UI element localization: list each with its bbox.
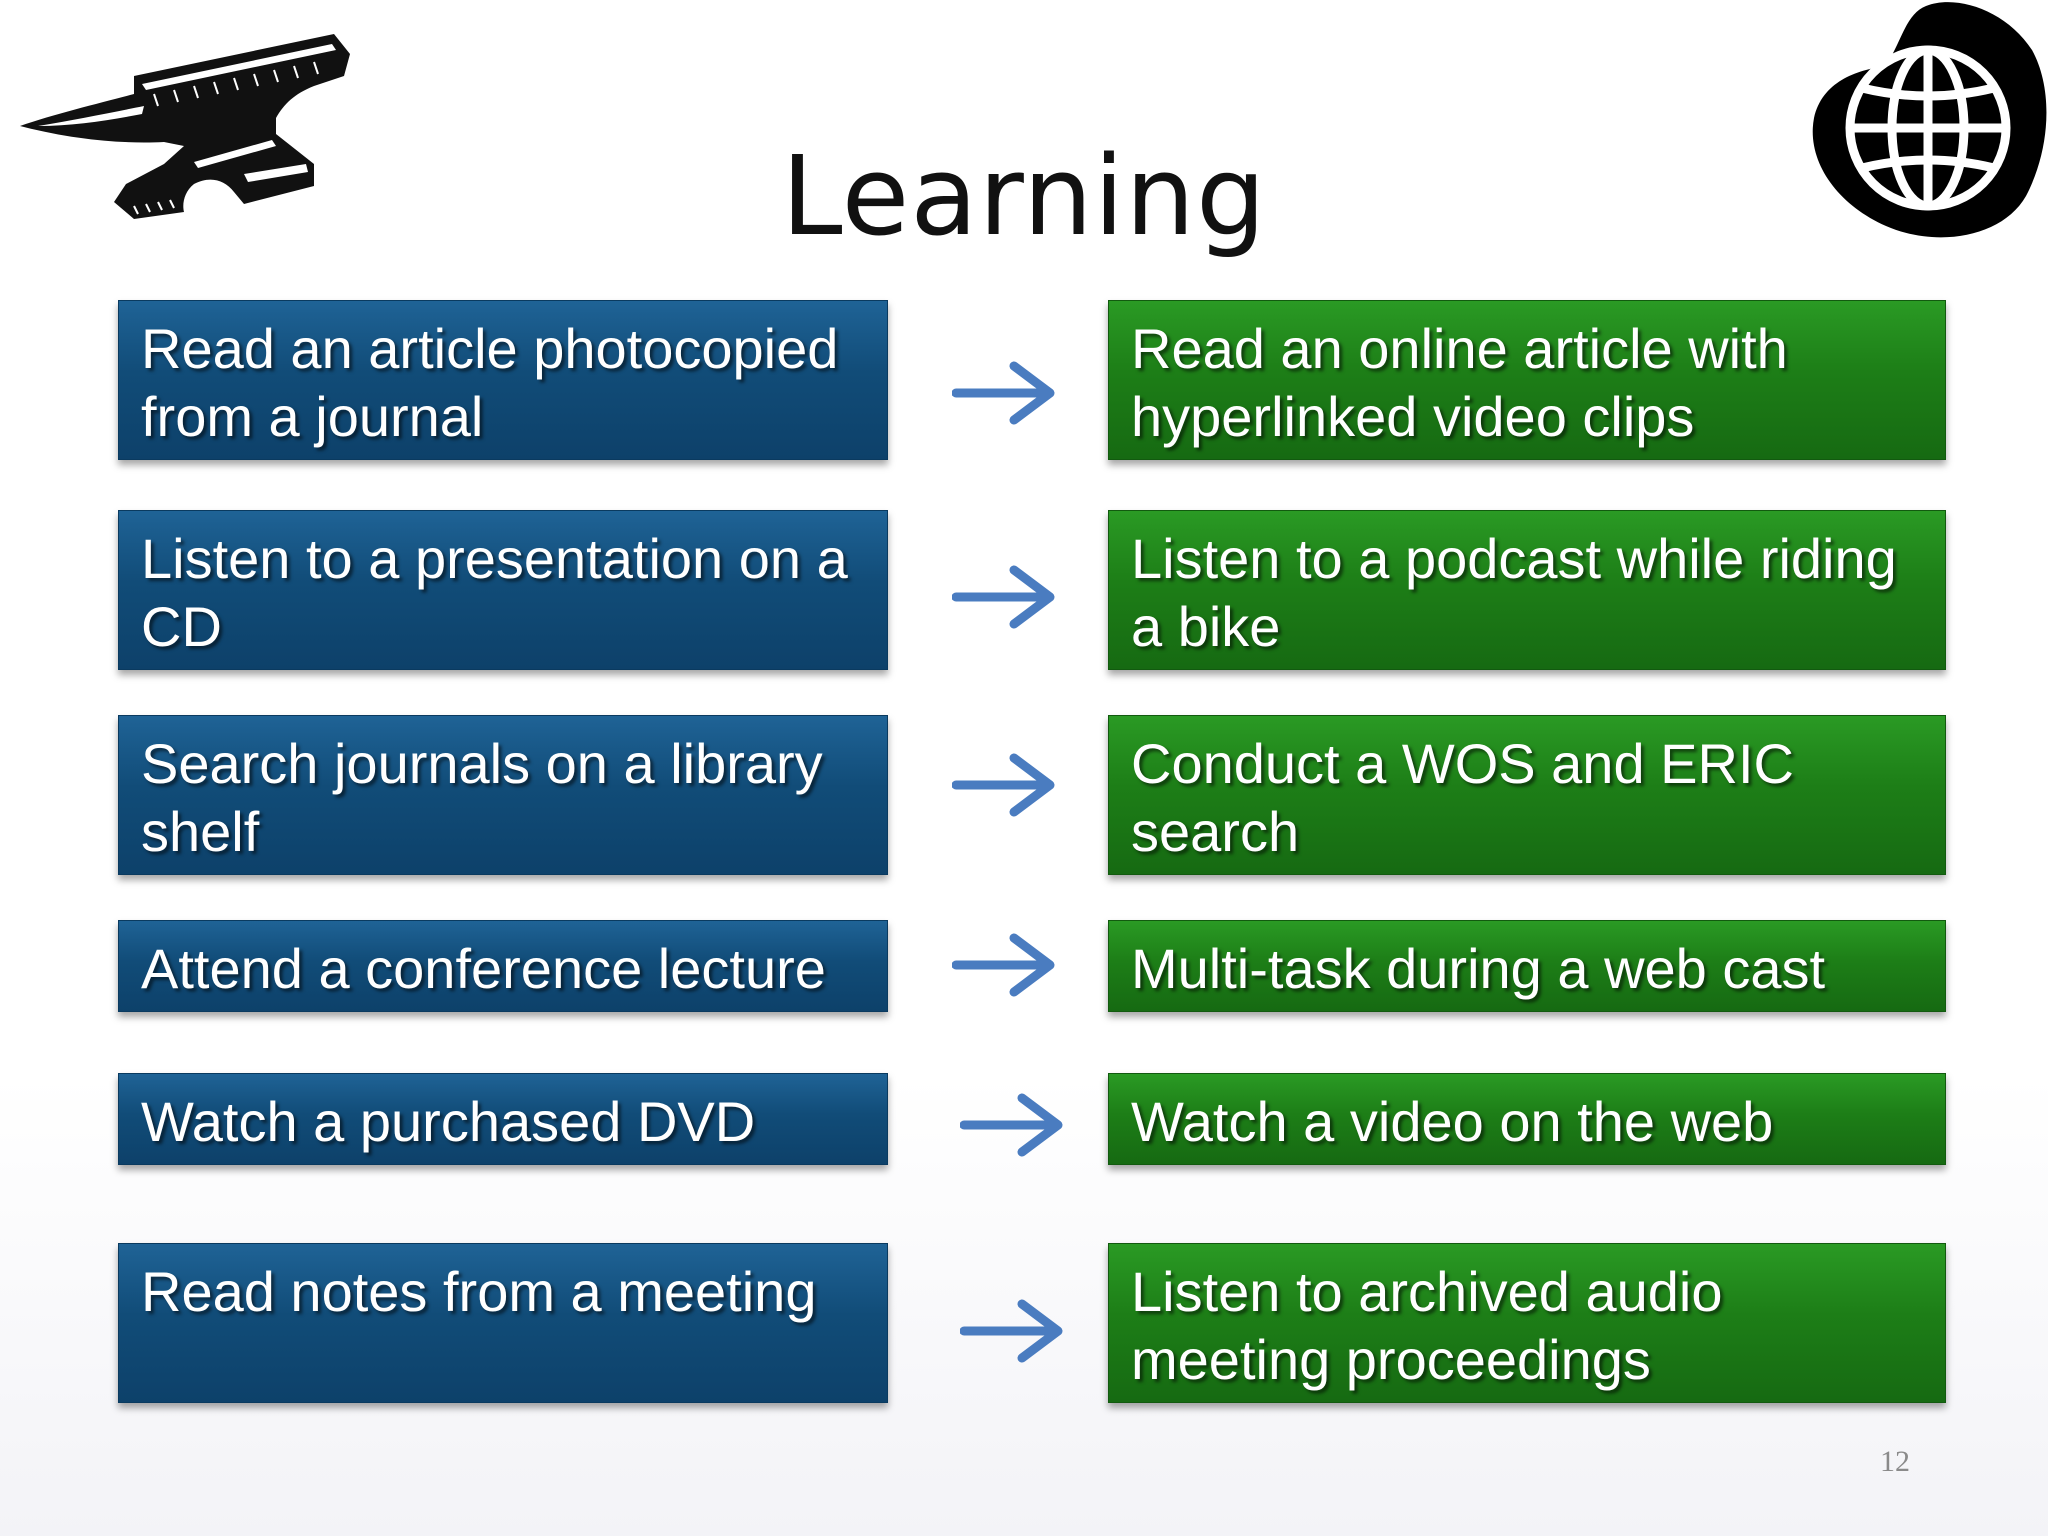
modern-learning-text: Conduct a WOS and ERIC search: [1131, 732, 1794, 863]
modern-learning-box: Read an online article with hyperlinked …: [1108, 300, 1946, 460]
traditional-learning-text: Watch a purchased DVD: [141, 1090, 756, 1153]
modern-learning-box: Listen to a podcast while riding a bike: [1108, 510, 1946, 670]
right-arrow-icon: [952, 753, 1055, 817]
traditional-learning-box: Read notes from a meeting: [118, 1243, 888, 1403]
slide-title: Learning: [781, 132, 1267, 260]
traditional-learning-box: Attend a conference lecture: [118, 920, 888, 1012]
traditional-learning-text: Attend a conference lecture: [141, 937, 826, 1000]
right-arrow-icon: [960, 1299, 1063, 1363]
modern-learning-box: Multi-task during a web cast: [1108, 920, 1946, 1012]
anvil-icon: [20, 34, 350, 219]
modern-learning-box: Watch a video on the web: [1108, 1073, 1946, 1165]
modern-learning-text: Read an online article with hyperlinked …: [1131, 317, 1788, 448]
traditional-learning-box: Read an article photocopied from a journ…: [118, 300, 888, 460]
modern-learning-text: Listen to a podcast while riding a bike: [1131, 527, 1897, 658]
traditional-learning-box: Watch a purchased DVD: [118, 1073, 888, 1165]
traditional-learning-text: Read an article photocopied from a journ…: [141, 317, 839, 448]
traditional-learning-text: Listen to a presentation on a CD: [141, 527, 848, 658]
traditional-learning-text: Search journals on a library shelf: [141, 732, 823, 863]
modern-learning-box: Listen to archived audio meeting proceed…: [1108, 1243, 1946, 1403]
traditional-learning-box: Search journals on a library shelf: [118, 715, 888, 875]
globe-icon: [1812, 2, 2047, 238]
right-arrow-icon: [960, 1093, 1063, 1157]
right-arrow-icon: [952, 565, 1055, 629]
traditional-learning-text: Read notes from a meeting: [141, 1260, 817, 1323]
modern-learning-box: Conduct a WOS and ERIC search: [1108, 715, 1946, 875]
traditional-learning-box: Listen to a presentation on a CD: [118, 510, 888, 670]
modern-learning-text: Watch a video on the web: [1131, 1090, 1774, 1153]
right-arrow-icon: [952, 933, 1055, 997]
modern-learning-text: Listen to archived audio meeting proceed…: [1131, 1260, 1723, 1391]
right-arrow-icon: [952, 361, 1055, 425]
page-number: 12: [1880, 1445, 1910, 1478]
modern-learning-text: Multi-task during a web cast: [1131, 937, 1826, 1000]
